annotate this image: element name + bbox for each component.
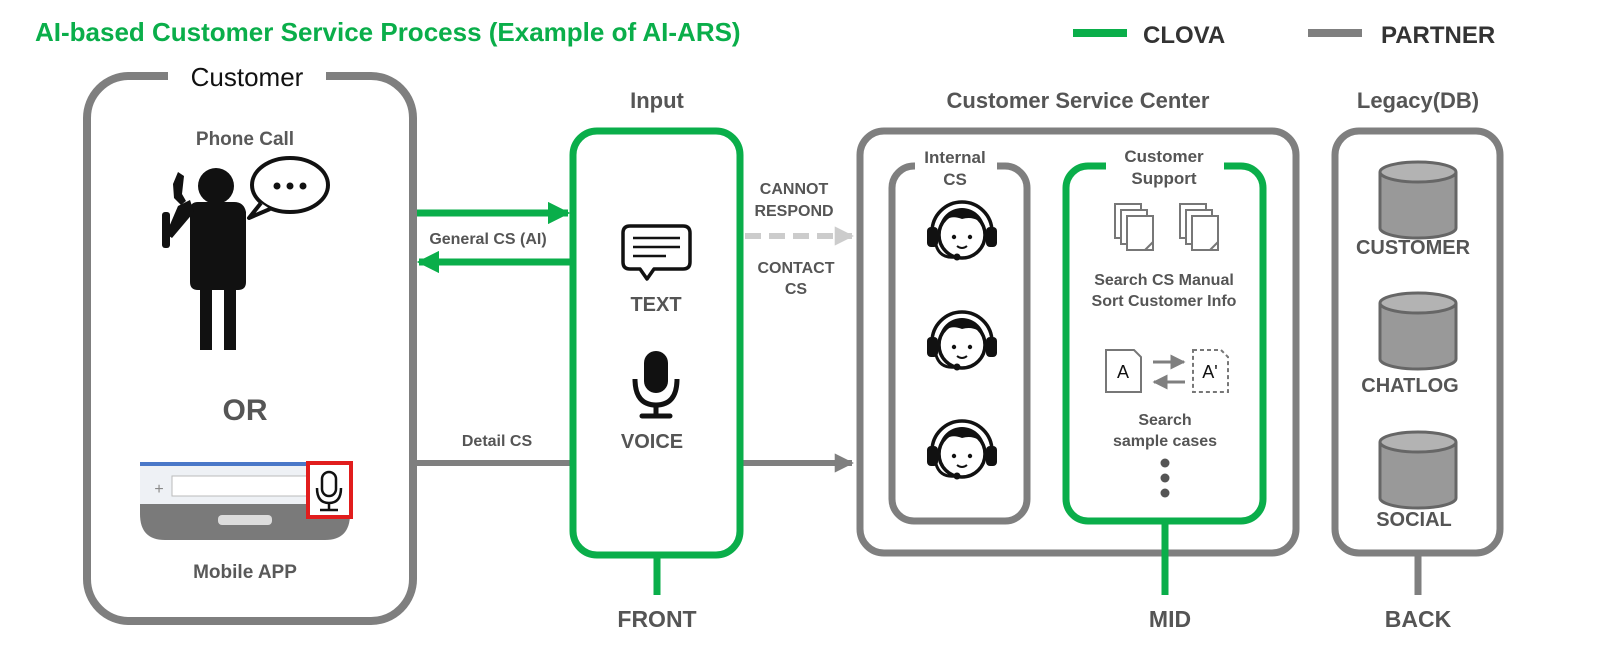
db-customer-label: CUSTOMER — [1356, 237, 1471, 259]
customer-support-label-2: Support — [1131, 169, 1196, 188]
service-center-title: Customer Service Center — [947, 88, 1210, 113]
document-stack-icon — [1114, 203, 1154, 251]
headset-agent-icon — [925, 419, 999, 482]
database-icon — [1378, 291, 1458, 371]
legend: CLOVA PARTNER — [1073, 22, 1495, 49]
db-social-label: SOCIAL — [1376, 509, 1452, 531]
input-panel: Input TEXT VOICE — [569, 88, 744, 595]
person-on-phone-icon — [162, 168, 246, 350]
vertical-ellipsis-icon — [1160, 458, 1170, 498]
diagram-title: AI-based Customer Service Process (Examp… — [35, 17, 741, 47]
tier-mid-label: MID — [1149, 606, 1191, 632]
document-stack-icon — [1179, 203, 1219, 251]
document-a-prime-letter: A' — [1202, 362, 1217, 382]
customer-panel: Customer Phone Call OR + — [83, 62, 417, 625]
chat-message-icon — [621, 224, 692, 281]
voice-microphone-icon — [632, 351, 680, 419]
customer-support-box: Customer Support Search CS Manual Sort C… — [1062, 147, 1267, 525]
contact-cs-label-2: CS — [785, 281, 808, 298]
text-input-label: TEXT — [630, 294, 681, 316]
input-plus-icon: + — [154, 481, 163, 498]
service-center-panel: Customer Service Center Internal CS Cust… — [856, 88, 1300, 595]
tier-front-label: FRONT — [617, 606, 696, 632]
phone-call-label: Phone Call — [196, 129, 294, 150]
tier-back-label: BACK — [1385, 606, 1452, 632]
legend-clova-label: CLOVA — [1143, 22, 1225, 49]
legend-partner-label: PARTNER — [1381, 22, 1495, 49]
search-sample-line-1: Search — [1138, 412, 1191, 429]
legacy-db-panel: Legacy(DB) CUSTOMER CHATLOG SOCIAL — [1331, 88, 1504, 595]
sort-customer-info-text: Sort Customer Info — [1092, 293, 1237, 310]
search-cs-manual-text: Search CS Manual — [1094, 272, 1234, 289]
customer-title: Customer — [191, 62, 304, 92]
or-label: OR — [223, 394, 268, 427]
document-a-icon: A — [1105, 349, 1142, 393]
mic-button[interactable] — [306, 461, 353, 519]
db-chatlog-label: CHATLOG — [1361, 375, 1458, 397]
internal-cs-label-2: CS — [943, 170, 967, 189]
search-sample-line-2: sample cases — [1113, 433, 1217, 450]
headset-agent-icon — [925, 310, 999, 373]
database-icon — [1378, 430, 1458, 510]
internal-cs-box: Internal CS — [888, 148, 1031, 525]
general-cs-label: General CS (AI) — [429, 231, 546, 248]
cannot-respond-label-1: CANNOT — [760, 181, 829, 198]
database-icon — [1378, 160, 1458, 240]
document-a-letter: A — [1117, 362, 1129, 382]
ellipsis-speech-bubble-icon — [247, 156, 330, 220]
customer-support-label-1: Customer — [1124, 147, 1204, 166]
mobile-app-label: Mobile APP — [193, 562, 297, 583]
document-a-prime-icon: A' — [1192, 349, 1229, 393]
internal-cs-label-1: Internal — [924, 148, 985, 167]
cannot-respond-label-2: RESPOND — [754, 203, 833, 220]
swap-arrows-icon — [1152, 354, 1186, 390]
detail-cs-label: Detail CS — [462, 433, 533, 450]
legacy-title: Legacy(DB) — [1357, 88, 1479, 113]
input-title: Input — [630, 88, 684, 113]
voice-input-label: VOICE — [621, 431, 683, 453]
contact-cs-label-1: CONTACT — [757, 260, 834, 277]
headset-agent-icon — [925, 200, 999, 263]
